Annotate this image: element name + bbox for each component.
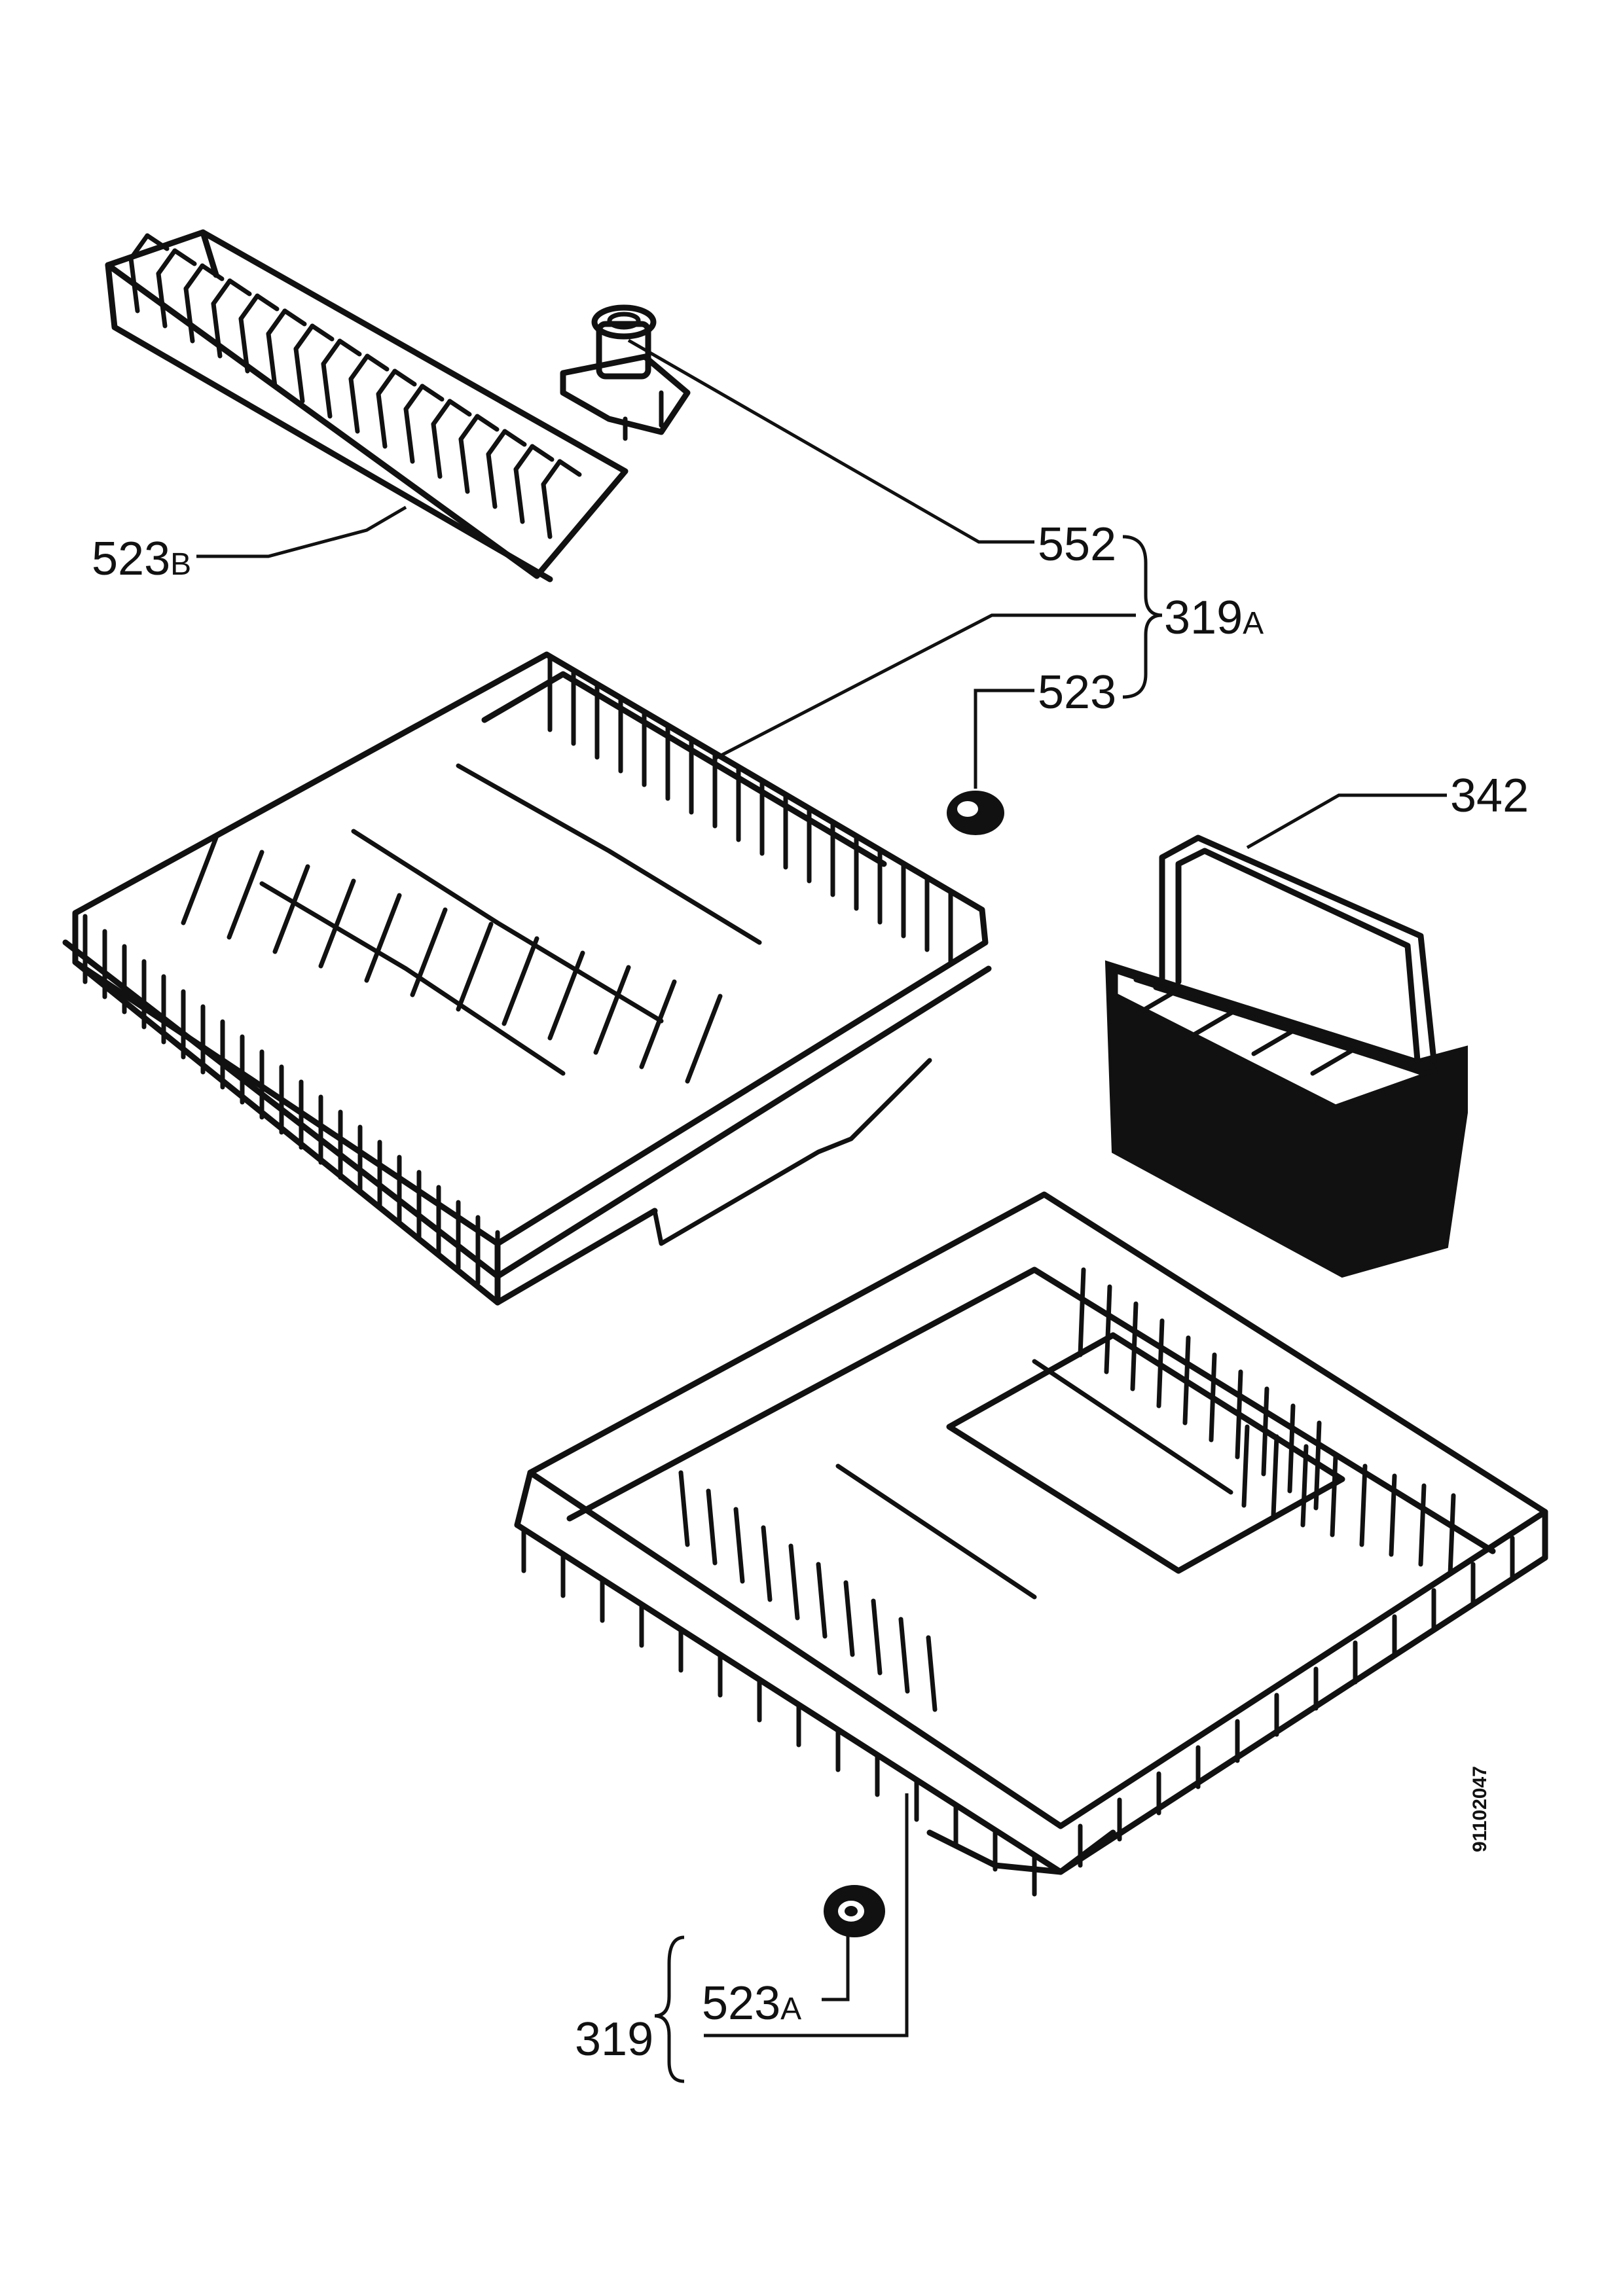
- part-319-lower-basket-drawing: [514, 1191, 1548, 1897]
- label-319a: 319A: [1164, 592, 1264, 644]
- part-552-drawing: [560, 304, 691, 441]
- label-523a: 523A: [702, 1977, 801, 2030]
- part-319a-upper-basket-drawing: [62, 651, 992, 1306]
- label-523b: 523B: [92, 533, 191, 585]
- leader-lines: [196, 338, 1447, 2083]
- part-523-drawing: [947, 791, 1004, 835]
- part-523a-drawing: [824, 1885, 885, 1937]
- part-342-cutlery-basket-drawing: [1104, 834, 1468, 1278]
- part-523b-drawing: [105, 229, 629, 583]
- drawing-code: 91102047: [1469, 1766, 1491, 1852]
- label-319: 319: [575, 2013, 653, 2066]
- label-523: 523: [1038, 666, 1116, 719]
- label-552: 552: [1038, 518, 1116, 571]
- label-342: 342: [1450, 770, 1529, 822]
